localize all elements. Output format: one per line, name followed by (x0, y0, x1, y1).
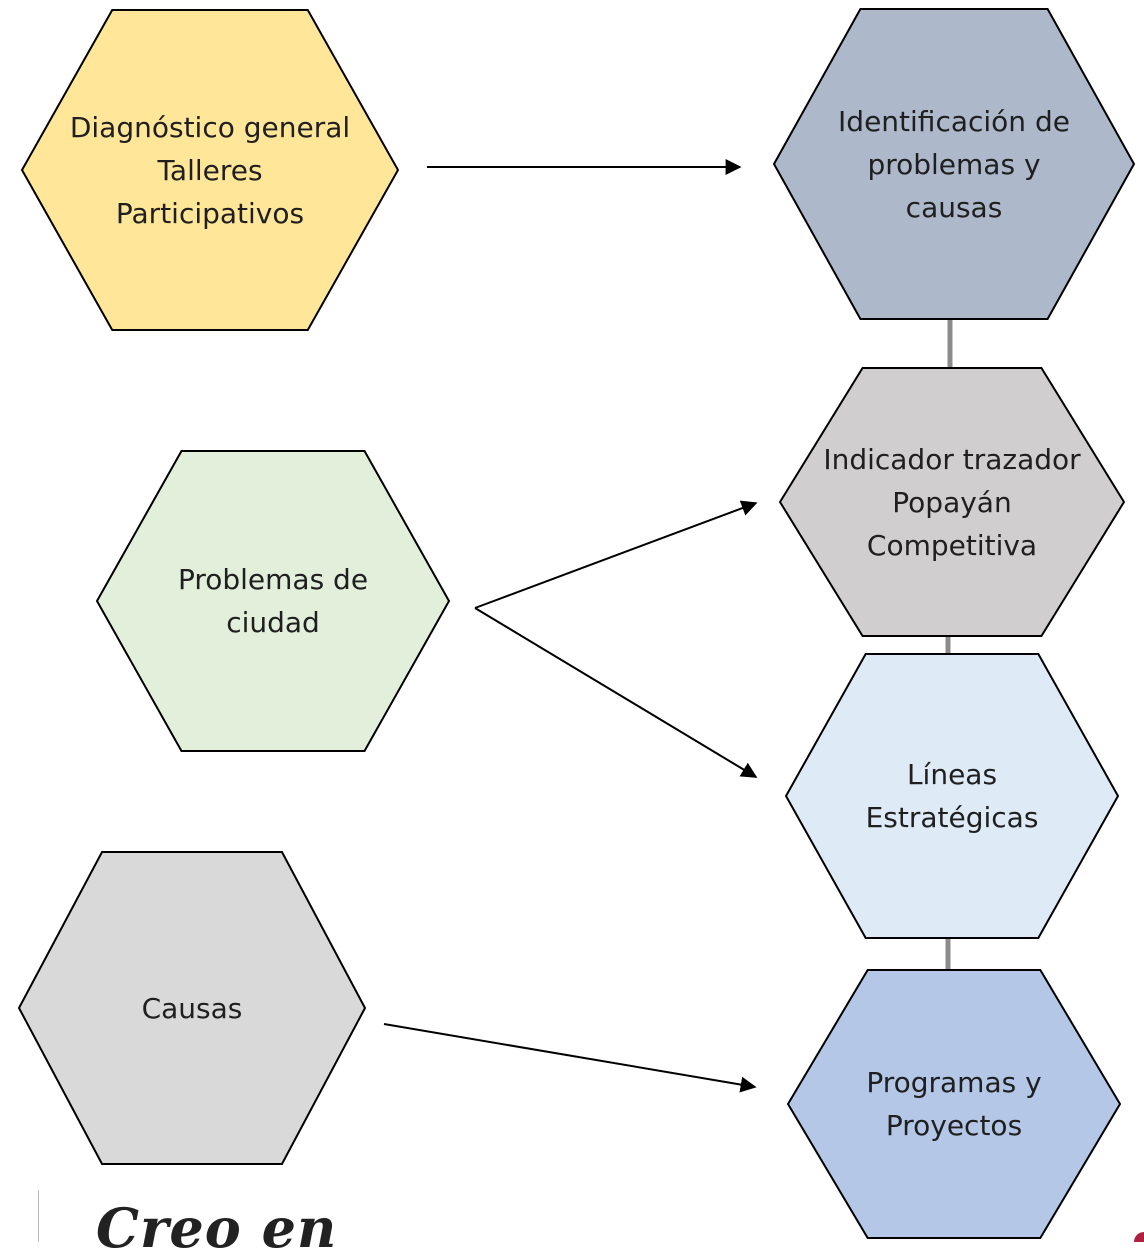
hexagon-label-identificacion: Identificación de problemas y causas (774, 9, 1134, 319)
arrow-problemas-ciudad-to-lineas (474, 607, 758, 778)
hexagon-programas (786, 969, 1122, 1239)
label-line: Diagnóstico general (69, 110, 351, 144)
label-line: Talleres (157, 153, 263, 187)
signature-divider (38, 1190, 39, 1242)
hexagon-label-causas: Causas (19, 852, 365, 1164)
signature-logo: Creo en (96, 1196, 338, 1260)
label-line: Estratégicas (865, 801, 1039, 834)
hexagon-label-programas: Programas y Proyectos (788, 970, 1120, 1238)
label-line: Líneas (906, 758, 998, 791)
hexagon-lineas (784, 653, 1120, 939)
hexagon-problemas-ciudad (95, 450, 451, 752)
label-line: Problemas de (177, 563, 369, 596)
label-line: Competitiva (866, 528, 1038, 562)
hexagon-indicador (778, 367, 1126, 637)
label-line: Indicador trazador (823, 442, 1081, 476)
label-line: problemas y (867, 147, 1041, 181)
label-line: ciudad (226, 606, 320, 639)
label-line: Proyectos (885, 1109, 1023, 1142)
label-line: causas (905, 190, 1003, 224)
label-line: Popayán (892, 485, 1012, 519)
hexagon-label-problemas-ciudad: Problemas de ciudad (97, 451, 449, 751)
arrow-causas-to-programas (383, 1023, 757, 1093)
label-line: Causas (141, 991, 243, 1025)
corner-logo-fragment (1134, 1232, 1144, 1242)
label-line: Programas y (866, 1066, 1042, 1099)
label-line: Identificación de (838, 104, 1070, 138)
hexagon-causas (17, 851, 367, 1165)
hexagon-diagnostico (20, 9, 400, 331)
hexagon-identificacion (772, 8, 1136, 320)
label-line: Participativos (115, 196, 305, 230)
arrow-problemas-ciudad-to-indicador (474, 500, 758, 609)
